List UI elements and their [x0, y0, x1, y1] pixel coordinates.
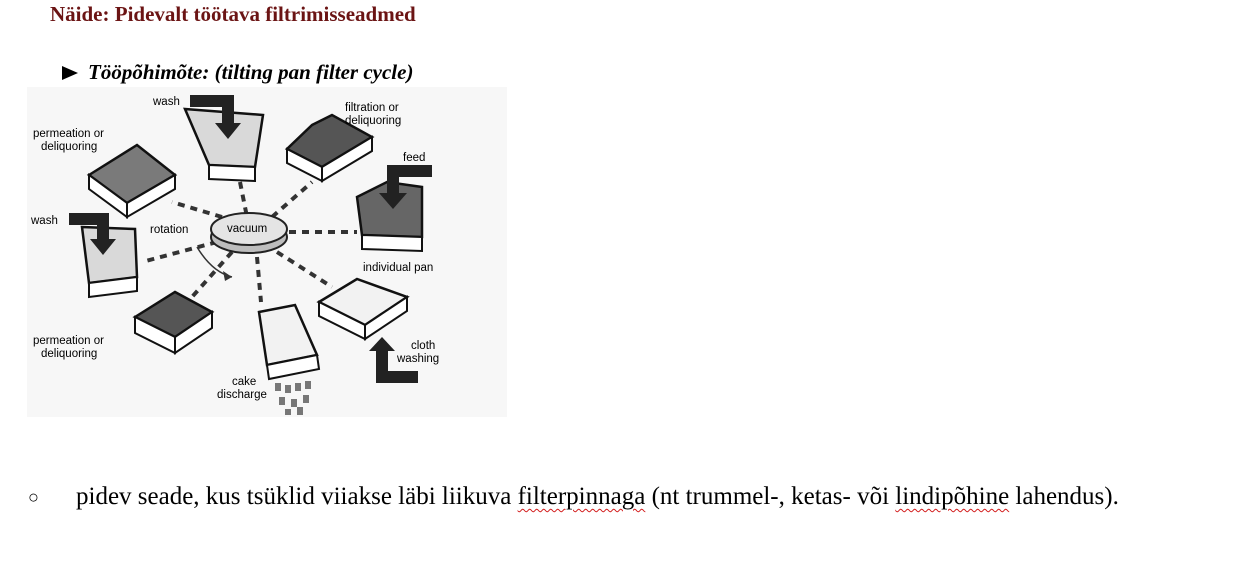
wash-top-label: wash	[152, 96, 180, 108]
page-heading: Näide: Pidevalt töötava filtrimisseadmed	[50, 2, 416, 26]
filtration-label-1: filtration or	[345, 102, 399, 114]
permeation-top-label-2: deliquoring	[41, 141, 97, 153]
cake-label-1: cake	[232, 376, 256, 388]
cake-label-2: discharge	[217, 389, 267, 401]
pan-cloth-washing: cloth washing	[316, 277, 439, 383]
bullet-marker: ○	[28, 487, 39, 507]
bullet-text: pidev seade, kus tsüklid viiakse läbi li…	[76, 478, 1208, 516]
subheading-text: Tööpõhimõte: (tilting pan filter cycle)	[88, 60, 414, 84]
feed-label: feed	[403, 152, 425, 164]
spokes	[141, 180, 357, 303]
permeation-top-label-1: permeation or	[33, 128, 104, 140]
spellcheck-word-lindipohine[interactable]: lindipõhine	[895, 483, 1010, 510]
pan-permeation-bottom: permeation or deliquoring	[33, 290, 215, 360]
filtration-label-2: deliquoring	[345, 115, 401, 127]
rotation-label: rotation	[150, 224, 188, 236]
cloth-label-1: cloth	[411, 340, 435, 352]
wash-left-label: wash	[30, 215, 58, 227]
pan-feed: feed individual pan	[355, 152, 433, 274]
tilting-pan-filter-diagram: vacuum rotation wash filtration or deliq…	[27, 87, 507, 417]
permeation-bottom-label-2: deliquoring	[41, 348, 97, 360]
pan-wash-left: wash	[30, 213, 139, 299]
vacuum-label: vacuum	[227, 223, 267, 235]
bullet-text-part3: lahendus).	[1009, 483, 1119, 510]
individual-pan-label: individual pan	[363, 262, 433, 274]
pan-cake-discharge: cake discharge	[217, 303, 321, 415]
pan-permeation-top: permeation or deliquoring	[33, 128, 178, 219]
bullet-text-part1: pidev seade, kus tsüklid viiakse läbi li…	[76, 483, 518, 510]
pan-wash-top: wash	[152, 95, 265, 183]
cloth-label-2: washing	[396, 353, 439, 365]
triangle-bullet-icon	[62, 65, 78, 80]
bullet-item: ○ pidev seade, kus tsüklid viiakse läbi …	[28, 478, 1208, 516]
spellcheck-word-filterpinnaga[interactable]: filterpinnaga	[517, 483, 646, 510]
pan-filtration: filtration or deliquoring	[284, 102, 401, 183]
permeation-bottom-label-1: permeation or	[33, 335, 104, 347]
vacuum-hub: vacuum	[210, 212, 288, 254]
bullet-text-part2: (nt trummel-, ketas- või	[645, 483, 896, 510]
subheading: Tööpõhimõte: (tilting pan filter cycle)	[62, 60, 413, 85]
